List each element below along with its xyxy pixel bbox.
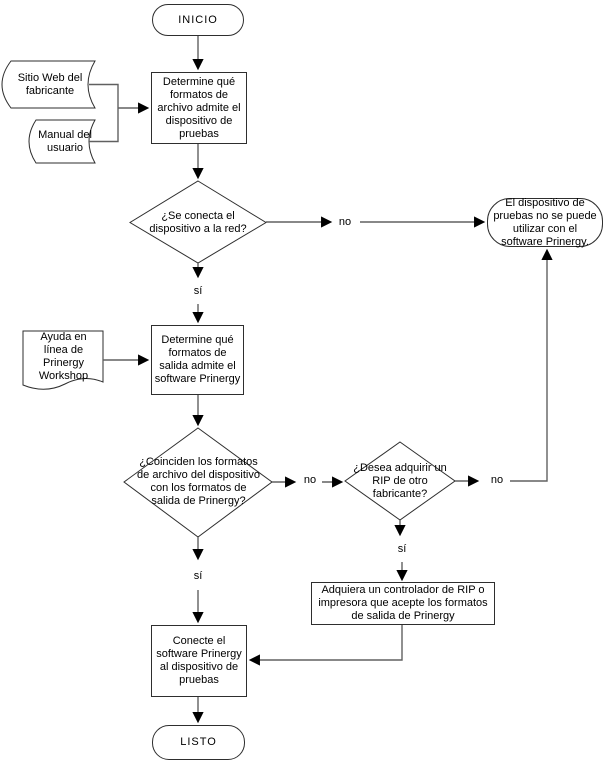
decision-network-label: ¿Se conecta el dispositivo a la red? — [149, 209, 247, 235]
document-online-help-label: Ayuda en línea de Prinergy Workshop — [38, 331, 89, 382]
start-terminator: INICIO — [152, 4, 244, 36]
document-shape-online-help — [22, 330, 104, 390]
end-terminator: LISTO — [152, 725, 245, 760]
stored-data-shape-web-site — [1, 60, 96, 109]
process-acquire-rip-driver: Adquiera un controlador de RIP o impreso… — [311, 582, 495, 625]
document-web-site-label: Sitio Web del fabricante — [17, 72, 83, 97]
edge-label-no-formats-match: no — [303, 474, 317, 486]
edge-label-no-network: no — [338, 216, 352, 228]
decision-buy-rip-label: ¿Desea adquirir un RIP de otro fabricant… — [353, 461, 447, 500]
decision-formats-match-label: ¿Coinciden los formatos de archivo del d… — [137, 456, 260, 507]
process-determine-output-formats: Determine qué formatos de salida admite … — [151, 325, 244, 395]
connector-docs-bracket — [89, 83, 119, 143]
process-determine-file-formats: Determine qué formatos de archivo admite… — [151, 72, 247, 144]
connector-dec3-no-to-terminator — [510, 248, 553, 482]
edge-label-si-formats-match: sí — [193, 570, 203, 582]
terminator-cannot-use: El dispositivo de pruebas no se puede ut… — [487, 197, 603, 248]
process-connect-prinergy: Conecte el software Prinergy al disposit… — [151, 625, 247, 697]
stored-data-shape-user-manual — [28, 119, 96, 164]
connector-proc3-to-proc4 — [248, 625, 403, 666]
document-user-manual-label: Manual del usuario — [38, 129, 92, 154]
edge-label-si-buy-rip: sí — [397, 543, 407, 555]
edge-label-no-buy-rip: no — [490, 474, 504, 486]
edge-label-si-network: sí — [193, 285, 203, 297]
